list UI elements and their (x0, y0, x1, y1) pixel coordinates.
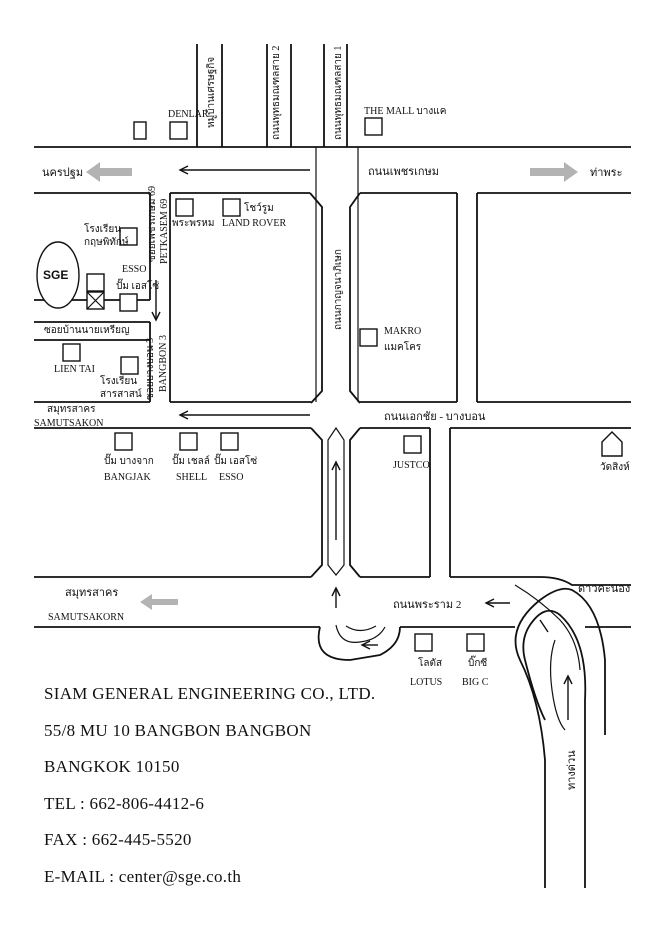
label-dao-khanong: ดาวคะนอง (578, 583, 630, 595)
label-soi-nai-charoen: ซอยบ้านนายเหรียญ (44, 324, 130, 336)
kanchanaphisek-road (309, 147, 361, 404)
label-sge: SGE (43, 268, 68, 282)
esso-box-1 (86, 273, 105, 292)
label-showroom: โชว์รูม (244, 201, 274, 214)
company-address-line1: 55/8 MU 10 BANGBON BANGBON (44, 720, 312, 740)
arrow-to-nakhon-pathom (86, 162, 132, 182)
label-pump-bangjak-en: BANGJAK (104, 472, 151, 483)
company-address-line2: BANGKOK 10150 (44, 757, 180, 776)
justco-box (403, 435, 422, 454)
label-wat-sing: วัดสิงห์ (600, 461, 630, 473)
label-samut-sakhon-th: สมุทรสาคร (47, 404, 96, 415)
label-denlar: DENLAR (168, 109, 209, 120)
label-the-mall: THE MALL บางแค (364, 106, 446, 117)
phra-phrom-box (175, 198, 194, 217)
label-pump-shell-en: SHELL (176, 472, 207, 483)
company-name: SIAM GENERAL ENGINEERING CO., LTD. (44, 684, 376, 703)
label-phutthamonthon2: ถนนพุทธมณฑลสาย 2 (271, 46, 282, 140)
label-samut-sakhon2-th: สมุทรสาคร (65, 587, 118, 599)
the-mall-box (364, 117, 383, 136)
label-soi-bangbon3-en: BANGBON 3 (158, 335, 169, 392)
lien-tai-box (62, 343, 81, 362)
company-fax: FAX : 662-445-5520 (44, 830, 192, 849)
pump-esso-box-1 (119, 293, 138, 312)
bigc-box (466, 633, 485, 652)
label-school2-1: โรงเรียน (100, 374, 137, 387)
label-pump-esso-1: ปั๊ม เอสโซ่ (116, 278, 159, 292)
label-soi-bangbon3-th: ซอยบางบอน 3 (145, 338, 156, 400)
shell-box (179, 432, 198, 451)
traffic-arrows (151, 165, 573, 720)
petkasem-road (34, 146, 631, 194)
label-bigc-en: BIG C (462, 677, 489, 688)
label-pump-bangjak-th: ปั๊ม บางจาก (104, 453, 154, 467)
label-justco: JUSTCO (393, 460, 430, 471)
label-kanchanaphisek: ถนนกาญจนาภิเษก (333, 249, 344, 330)
label-bigc-th: บิ๊กซี (468, 655, 487, 669)
label-land-rover: LAND ROVER (222, 218, 286, 229)
unnamed-box-top (133, 121, 147, 140)
kanchanaphisek-south (310, 426, 451, 578)
label-ekkachai-road: ถนนเอกชัย - บางบอน (384, 411, 486, 423)
ekkachai-road (34, 401, 631, 429)
label-petkasem-road: ถนนเพชรเกษม (368, 166, 439, 178)
label-tha-phra: ท่าพระ (590, 167, 623, 179)
landmark-boxes (36, 117, 623, 652)
label-lotus-th: โลตัส (418, 656, 442, 669)
label-samut-sakhon-en: SAMUTSAKON (34, 418, 103, 429)
label-makro-th: แมคโคร (384, 340, 422, 353)
label-lotus-en: LOTUS (410, 677, 442, 688)
label-soi-petkasem69-en: PETKASEM 69 (159, 199, 170, 264)
top-vertical-roads (196, 44, 348, 147)
arrow-to-samut-sakhon (140, 594, 178, 610)
bangjak-box (114, 432, 133, 451)
sge-factory-box (86, 291, 105, 310)
label-esso-1: ESSO (122, 264, 146, 275)
label-nakhon-pathom: นครปฐม (42, 167, 83, 179)
label-phutthamonthon1: ถนนพุทธมณฑลสาย 1 (333, 46, 344, 140)
map-labels: SGE DENLAR THE MALL บางแค หมู่บ้านเศรษฐก… (34, 46, 630, 790)
label-village: หมู่บ้านเศรษฐกิจ (205, 57, 217, 128)
label-school-krit-1: โรงเรียน (84, 222, 121, 235)
label-samut-sakhon2-en: SAMUTSAKORN (48, 612, 124, 623)
label-pump-esso2-en: ESSO (219, 472, 243, 483)
label-phra-phrom: พระพรหม (172, 218, 214, 229)
rama2-road (34, 576, 631, 661)
company-tel: TEL : 662-806-4412-6 (44, 793, 205, 813)
label-lien-tai: LIEN TAI (54, 364, 95, 375)
lotus-box (414, 633, 433, 652)
label-pump-esso2-th: ปั๊ม เอสโซ่ (214, 453, 257, 467)
company-info: SIAM GENERAL ENGINEERING CO., LTD. 55/8 … (44, 684, 375, 903)
label-rama2-road: ถนนพระราม 2 (393, 599, 461, 611)
esso2-box (220, 432, 239, 451)
makro-box (359, 328, 378, 347)
label-expressway: ทางด่วน (566, 750, 578, 790)
label-pump-shell-th: ปั๊ม เชลล์ (172, 453, 210, 467)
wat-sing-icon (601, 431, 623, 457)
land-rover-box (222, 198, 241, 217)
direction-arrows (86, 162, 578, 610)
label-makro-en: MAKRO (384, 326, 421, 337)
denlar-box (169, 121, 188, 140)
label-soi-petkasem69-th: ซอยเพชรเกษม 69 (147, 186, 158, 262)
company-email: E-MAIL : center@sge.co.th (44, 866, 242, 886)
sge-location-marker (36, 241, 80, 309)
expressway-interchange (514, 584, 606, 888)
label-school2-2: สารสาสน์ (100, 388, 142, 400)
school-krit-box (119, 227, 138, 246)
label-school-krit-2: กฤษพิทักษ์ (84, 236, 129, 248)
school2-box (120, 356, 139, 375)
arrow-to-tha-phra (530, 162, 578, 182)
